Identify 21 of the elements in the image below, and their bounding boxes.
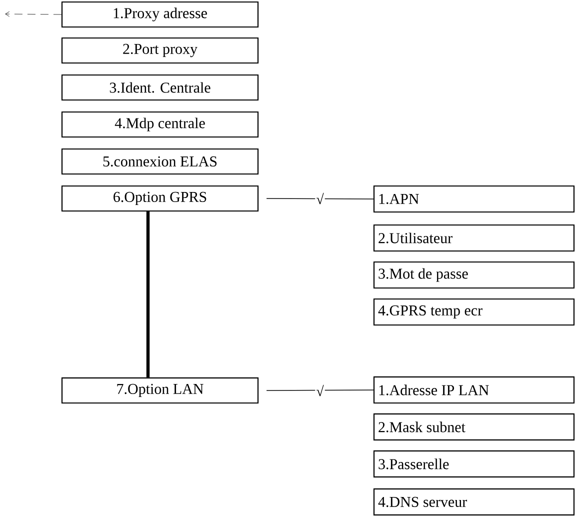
menu-box: 3.Mot de passe [373, 261, 575, 289]
connector-line [266, 390, 374, 391]
menu-box: 6.Option GPRS [61, 185, 259, 212]
edge-label: √ [315, 192, 325, 206]
connector-line [146, 212, 150, 378]
menu-box: 2.Mask subnet [373, 413, 575, 441]
menu-box: 1.Adresse IP LAN [373, 376, 575, 404]
menu-box: 2.Port proxy [61, 37, 259, 64]
menu-box: 7.Option LAN [61, 377, 259, 404]
menu-box: 4.Mdp centrale [61, 111, 259, 138]
menu-box: 3.Passerelle [373, 450, 575, 478]
connector-line [266, 198, 374, 200]
menu-box: 2.Utilisateur [373, 224, 575, 252]
menu-box: 4.GPRS temp ecr [373, 298, 575, 326]
menu-box: 1.APN [373, 185, 575, 213]
menu-box: 5.connexion ELAS [61, 148, 259, 175]
connector-line [5, 11, 62, 17]
menu-box: 1.Proxy adresse [61, 1, 259, 28]
menu-box: 3.Ident. Centrale [61, 74, 259, 101]
edge-label: √ [315, 384, 325, 398]
menu-box: 4.DNS serveur [373, 488, 575, 516]
